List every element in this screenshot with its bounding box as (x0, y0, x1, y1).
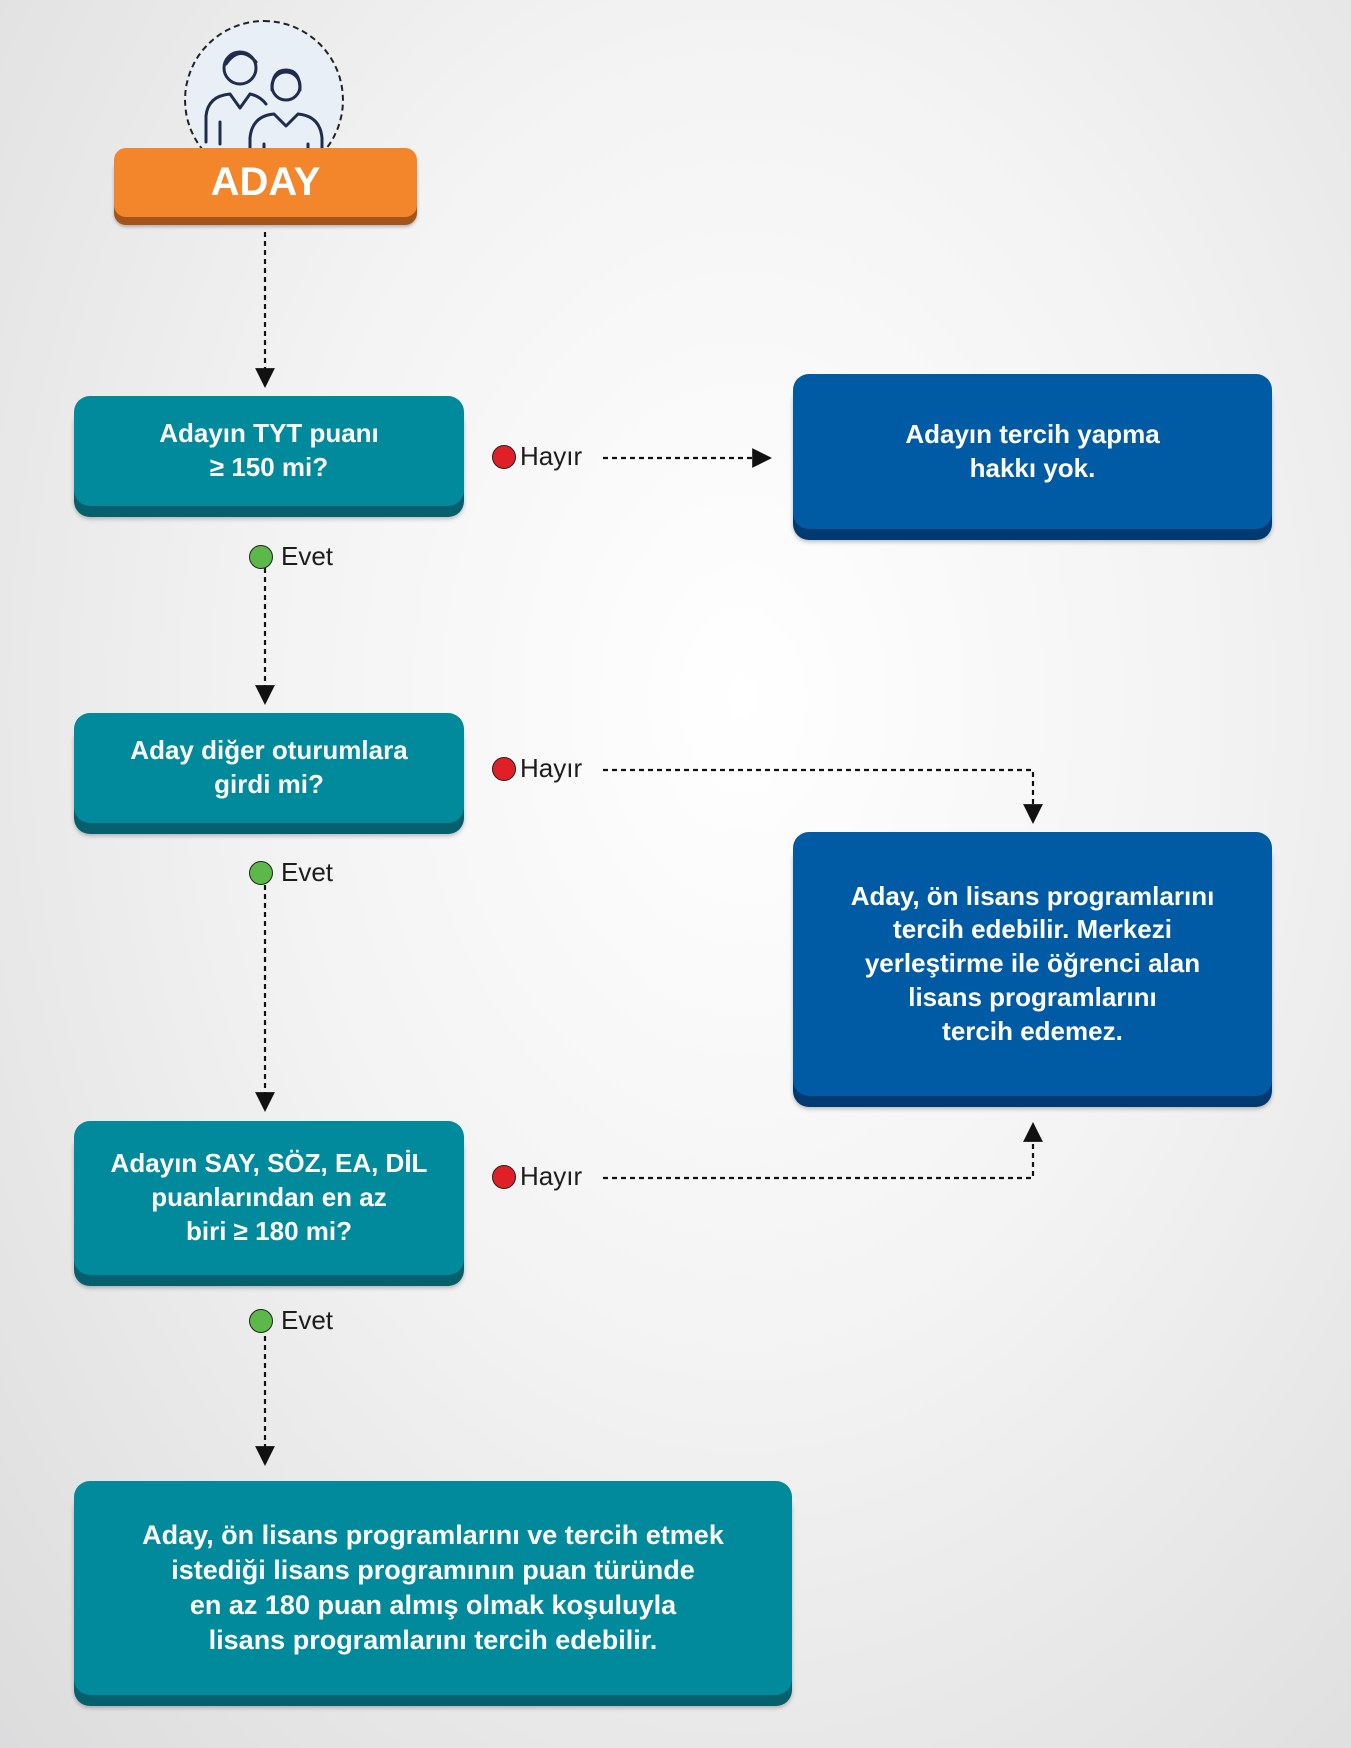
red-dot-icon (492, 444, 516, 469)
green-dot-icon (249, 1308, 273, 1333)
decision-say-soz-ea-dil: Adayın SAY, SÖZ, EA, DİL puanlarından en… (74, 1121, 464, 1275)
result-no-right: Adayın tercih yapma hakkı yok. (793, 374, 1272, 529)
arrow-q2-no-to-r2 (603, 768, 1043, 824)
yes-text: Evet (281, 541, 334, 571)
no-label-q3: Hayır (492, 1161, 582, 1192)
no-label-q2: Hayır (492, 753, 582, 784)
yes-text: Evet (281, 1305, 334, 1335)
decision-other-sessions: Aday diğer oturumlara girdi mi? (74, 713, 464, 823)
no-text: Hayır (520, 1161, 583, 1191)
red-dot-icon (492, 756, 516, 781)
green-dot-icon (249, 860, 273, 885)
yes-label-q2: Evet (249, 857, 333, 888)
decision-tyt-score: Adayın TYT puanı ≥ 150 mi? (74, 396, 464, 506)
yes-label-q3: Evet (249, 1305, 333, 1336)
arrow-q3-no-to-r2 (603, 1122, 1043, 1180)
no-label-q1: Hayır (492, 441, 582, 472)
result-can-choose-bachelor: Aday, ön lisans programlarını ve tercih … (74, 1481, 792, 1695)
no-text: Hayır (520, 753, 583, 783)
no-text: Hayır (520, 441, 583, 471)
yes-text: Evet (281, 857, 334, 887)
yes-label-q1: Evet (249, 541, 333, 572)
green-dot-icon (249, 544, 273, 569)
result-associate-only: Aday, ön lisans programlarını tercih ede… (793, 832, 1272, 1096)
red-dot-icon (492, 1164, 516, 1189)
start-node-aday: ADAY (114, 148, 417, 217)
